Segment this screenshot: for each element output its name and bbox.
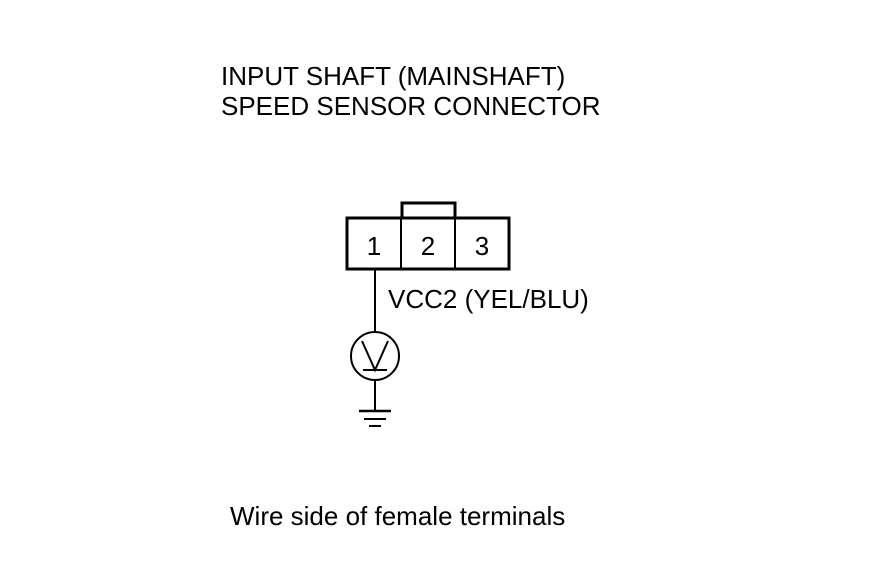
- pin-3-label: 3: [475, 231, 489, 261]
- pin-2-label: 2: [421, 231, 435, 261]
- ground-icon: [359, 409, 391, 427]
- wire-label: VCC2 (YEL/BLU): [388, 284, 589, 314]
- connector-body: [345, 216, 511, 271]
- connector-lock-tab: [400, 201, 457, 220]
- title-line-2: SPEED SENSOR CONNECTOR: [221, 91, 601, 121]
- voltmeter-icon: [350, 331, 400, 381]
- title-line-1: INPUT SHAFT (MAINSHAFT): [221, 61, 566, 91]
- pin-1-label: 1: [367, 231, 381, 261]
- diagram-caption: Wire side of female terminals: [230, 501, 566, 531]
